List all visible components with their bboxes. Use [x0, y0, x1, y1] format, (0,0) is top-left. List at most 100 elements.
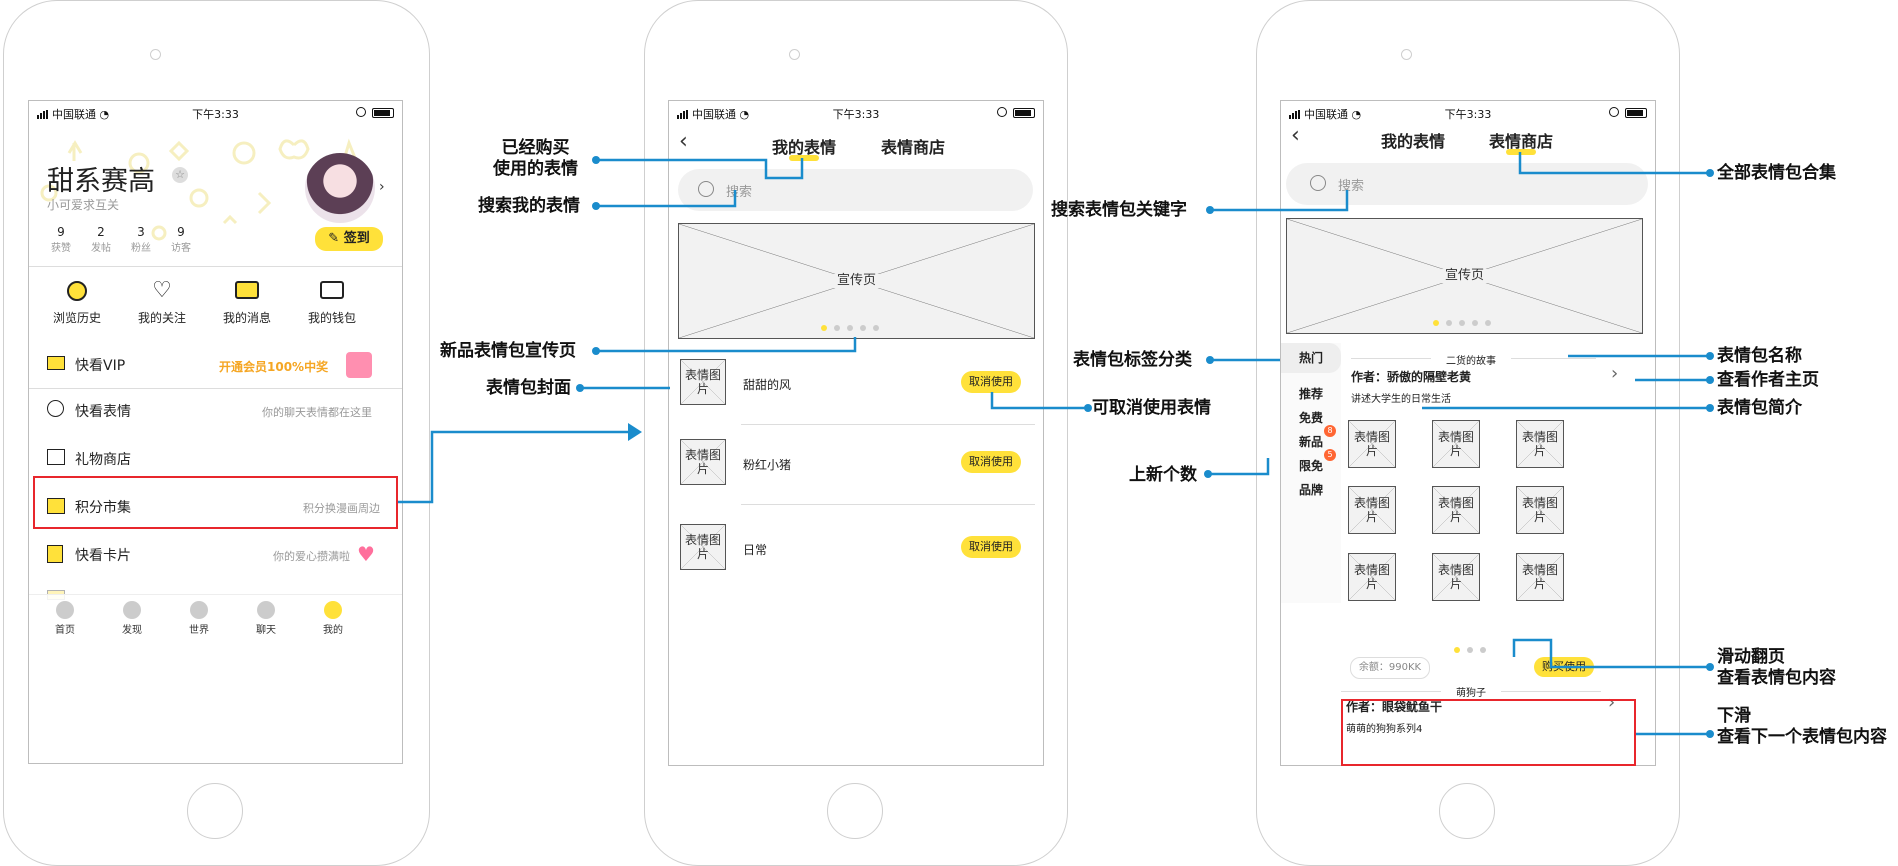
promo-banner[interactable]: 宣传页 [1286, 218, 1643, 334]
carrier-label: 中国联通 [1304, 108, 1348, 121]
next-pack-desc: 萌萌的狗狗系列4 [1346, 724, 1423, 735]
sticker-cell[interactable]: 表情图片 [1432, 420, 1480, 468]
sticker-cell[interactable]: 表情图片 [1348, 553, 1396, 601]
cell-label: 表情图片 [1522, 496, 1559, 524]
camera-icon [150, 49, 161, 60]
dot-active [1433, 320, 1439, 326]
tab-chat[interactable]: 聊天 [256, 625, 276, 636]
category-recommend[interactable]: 推荐 [1299, 387, 1324, 401]
status-bar: 中国联通 ◔ 下午3:33 [669, 101, 1043, 123]
cell-label: 表情图片 [1522, 563, 1559, 591]
dot [860, 325, 866, 331]
vip-promo: 开通会员100%中奖 [219, 360, 329, 374]
dot [1467, 647, 1473, 653]
tab-sticker-store[interactable]: 表情商店 [1489, 132, 1554, 151]
next-pack-author: 作者：眼袋鱿鱼干 [1346, 700, 1443, 714]
home-button[interactable] [827, 783, 883, 839]
sticker-cell[interactable]: 表情图片 [1516, 420, 1564, 468]
cell-label: 表情图片 [1354, 430, 1391, 458]
sticker-cell[interactable]: 表情图片 [1516, 553, 1564, 601]
next-pack-title: 萌狗子 [1456, 688, 1486, 699]
tab-world[interactable]: 世界 [189, 625, 209, 636]
tab-my-stickers[interactable]: 我的表情 [1381, 132, 1446, 151]
vip-label: 快看VIP [75, 358, 126, 374]
search-input[interactable]: 搜索 [678, 169, 1033, 211]
sticker-cell[interactable]: 表情图片 [1516, 486, 1564, 534]
category-limited-free[interactable]: 限免 [1299, 459, 1324, 473]
annotation-swipe: 滑动翻页 查看表情包内容 [1717, 647, 1836, 689]
dot [834, 325, 840, 331]
annotation-bought: 已经购买 使用的表情 [493, 138, 578, 180]
cell-label: 表情图片 [1522, 430, 1559, 458]
checkin-button[interactable]: ✎ 签到 [315, 227, 383, 251]
pack-desc: 讲述大学生的日常生活 [1351, 394, 1451, 405]
smile-icon [47, 400, 64, 417]
tab-me[interactable]: 我的 [323, 625, 343, 636]
dot [873, 325, 879, 331]
sticker-cell[interactable]: 表情图片 [1432, 553, 1480, 601]
annotation-line: 查看下一个表情包内容 [1717, 727, 1887, 747]
dot-active [821, 325, 827, 331]
status-bar: 中国联通 ◔ 下午3:33 [29, 101, 402, 123]
chevron-right-icon[interactable]: › [379, 179, 385, 195]
avatar[interactable] [305, 153, 375, 223]
annotation-search-kw: 搜索表情包关键字 [1051, 200, 1187, 220]
category-hot[interactable]: 热门 [1281, 343, 1341, 373]
category-brand[interactable]: 品牌 [1299, 483, 1324, 497]
quick-follow[interactable]: ♡ 我的关注 [126, 280, 198, 326]
stat-label: 粉丝 [131, 243, 151, 254]
highlight-box [1341, 699, 1636, 766]
quick-messages[interactable]: 我的消息 [211, 281, 283, 326]
category-new[interactable]: 新品 [1299, 435, 1324, 449]
sticker-name: 甜甜的风 [743, 378, 792, 392]
home-button[interactable] [1439, 783, 1495, 839]
compass-icon [123, 601, 141, 619]
banner-label: 宣传页 [803, 274, 910, 288]
dot [847, 325, 853, 331]
menu-hint: 你的聊天表情都在这里 [262, 406, 372, 419]
tab-sticker-store[interactable]: 表情商店 [881, 138, 946, 157]
cancel-use-button[interactable]: 取消使用 [961, 451, 1021, 473]
clip-icon: ✎ [328, 231, 344, 246]
cancel-use-button[interactable]: 取消使用 [961, 371, 1021, 393]
tab-home[interactable]: 首页 [55, 625, 75, 636]
sticker-cell[interactable]: 表情图片 [1348, 486, 1396, 534]
annotation-new-banner: 新品表情包宣传页 [440, 341, 576, 361]
status-bar: 中国联通 ◔ 下午3:33 [1281, 101, 1655, 123]
sticker-cover: 表情图片 [680, 524, 726, 570]
level-badge-icon: ☆ [172, 167, 188, 183]
banner-label: 宣传页 [1411, 269, 1518, 283]
rotation-lock-icon [1609, 107, 1619, 117]
cancel-use-button[interactable]: 取消使用 [961, 536, 1021, 558]
tab-discover[interactable]: 发现 [122, 625, 142, 636]
category-free[interactable]: 免费 [1299, 411, 1324, 425]
chevron-right-icon: › [1608, 692, 1616, 713]
menu-hint: 你的爱心攒满啦 [273, 550, 350, 563]
back-chevron-icon[interactable]: ‹ [1291, 123, 1300, 148]
dot [1459, 320, 1465, 326]
sticker-cell[interactable]: 表情图片 [1432, 486, 1480, 534]
cell-label: 表情图片 [1438, 430, 1475, 458]
cover-label: 表情图片 [685, 533, 722, 561]
sticker-cell[interactable]: 表情图片 [1348, 420, 1396, 468]
annotation-line: 滑动翻页 [1717, 647, 1785, 667]
status-time: 下午3:33 [1444, 108, 1492, 121]
search-icon [1310, 175, 1326, 191]
status-time: 下午3:33 [832, 108, 880, 121]
quick-wallet[interactable]: 我的钱包 [296, 281, 368, 326]
promo-banner[interactable]: 宣传页 [678, 223, 1035, 339]
home-button[interactable] [187, 783, 243, 839]
back-chevron-icon[interactable]: ‹ [679, 129, 688, 154]
quick-history[interactable]: 浏览历史 [41, 281, 113, 326]
tab-my-stickers[interactable]: 我的表情 [772, 138, 837, 157]
screen-my-stickers: 中国联通 ◔ 下午3:33 ‹ 我的表情 表情商店 搜索 宣传页 表情图片 甜甜… [668, 100, 1044, 766]
annotation-line: 下滑 [1717, 706, 1751, 726]
quick-label: 浏览历史 [52, 311, 101, 325]
menu-label: 礼物商店 [75, 452, 131, 468]
search-placeholder: 搜索 [1338, 179, 1365, 194]
